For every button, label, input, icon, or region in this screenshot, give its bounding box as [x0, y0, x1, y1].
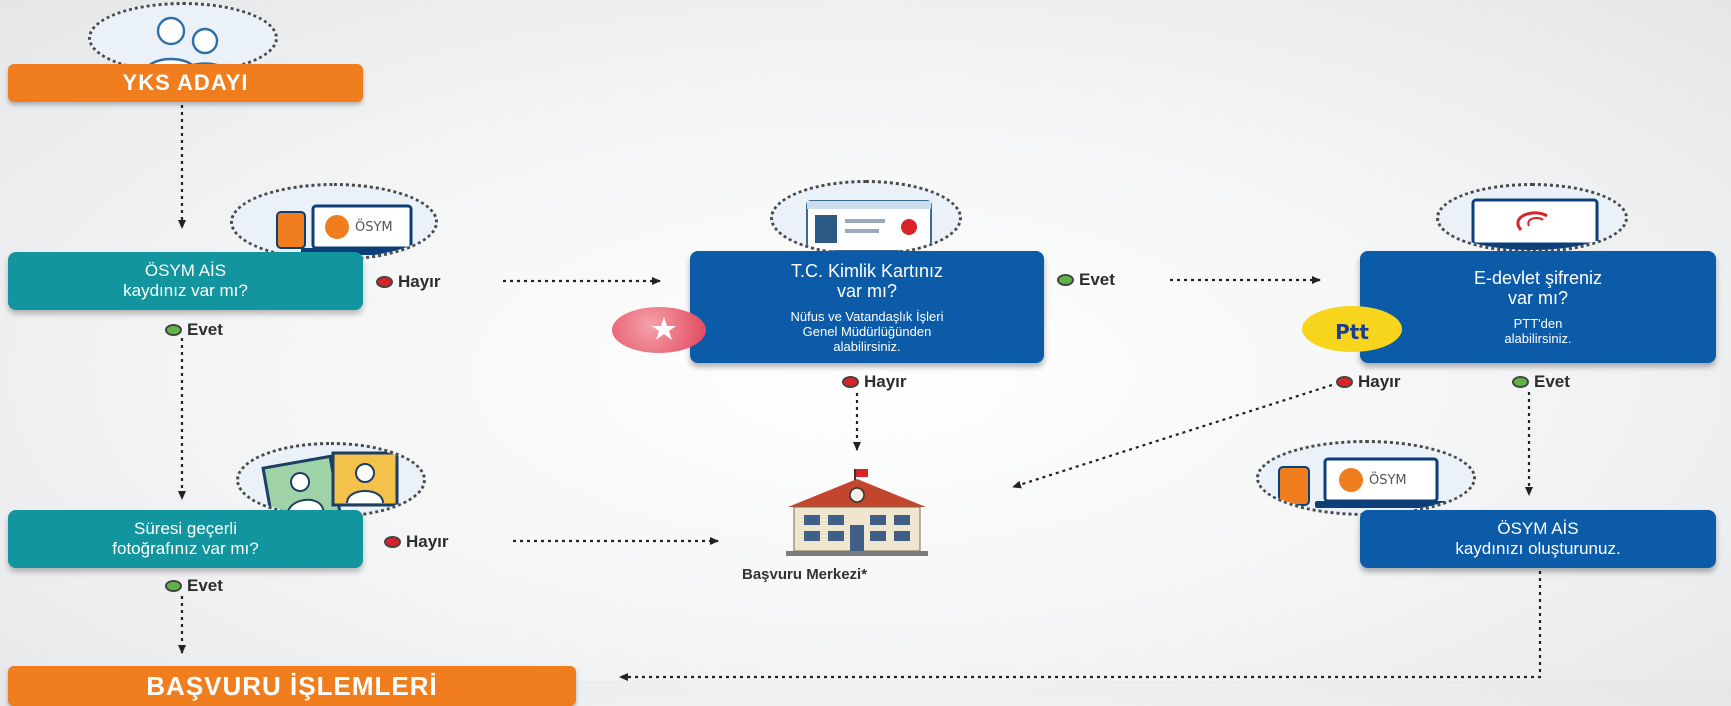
yes-dot-icon: [165, 324, 182, 336]
ptt-logo-text: Ptt: [1335, 320, 1369, 344]
ministry-emblem-icon: [612, 307, 706, 353]
tc-yes-label: Evet: [1057, 270, 1115, 290]
tc-no-label: Hayır: [842, 372, 907, 392]
yes-dot-icon: [1057, 274, 1074, 286]
yes-text: Evet: [187, 576, 223, 595]
edevlet-yes-label: Evet: [1512, 372, 1570, 392]
ais-yes-label: Evet: [165, 320, 223, 340]
no-text: Hayır: [1358, 372, 1401, 391]
photo-no-label: Hayır: [384, 532, 449, 552]
osym-laptop-icon-circle: ÖSYM: [230, 183, 438, 261]
yes-text: Evet: [1079, 270, 1115, 289]
edevlet-question-text: E-devlet şifreniz var mı?: [1473, 268, 1603, 308]
no-dot-icon: [1336, 376, 1353, 388]
yes-dot-icon: [165, 580, 182, 592]
tc-id-question-text: T.C. Kimlik Kartınız var mı?: [790, 260, 944, 301]
application-procedures-node: BAŞVURU İŞLEMLERİ: [8, 666, 576, 706]
edevlet-note-text: PTT'den alabilirsiniz.: [1504, 316, 1572, 346]
photo-yes-label: Evet: [165, 576, 223, 596]
application-center-caption: Başvuru Merkezi*: [742, 566, 868, 583]
edevlet-question-node: E-devlet şifreniz var mı? PTT'den alabil…: [1360, 251, 1716, 363]
yes-dot-icon: [1512, 376, 1529, 388]
yks-candidate-node: YKS ADAYI: [8, 64, 363, 102]
yes-text: Evet: [187, 320, 223, 339]
no-text: Hayır: [398, 272, 441, 291]
edevlet-laptop-icon-circle: [1436, 183, 1628, 253]
star-icon: [652, 317, 676, 340]
no-text: Hayır: [864, 372, 907, 391]
laptop-brand-text: ÖSYM: [355, 218, 393, 235]
building-icon: [786, 469, 928, 556]
no-dot-icon: [376, 276, 393, 288]
photo-question-node: Süresi geçerli fotoğrafınız var mı?: [8, 510, 363, 568]
laptop-icon: ÖSYM: [1278, 457, 1447, 508]
application-center-building-icon: [782, 467, 932, 557]
photo-icon-circle: [236, 442, 426, 518]
no-dot-icon: [384, 536, 401, 548]
edevlet-no-label: Hayır: [1336, 372, 1401, 392]
flow-connectors: [178, 105, 1542, 681]
osym-ais-question-node: ÖSYM AİS kaydınız var mı?: [8, 252, 363, 310]
ais-no-label: Hayır: [376, 272, 441, 292]
tc-id-question-node: T.C. Kimlik Kartınız var mı? Nüfus ve Va…: [690, 251, 1044, 363]
ptt-logo-icon: Ptt: [1302, 306, 1402, 352]
create-ais-laptop-icon-circle: ÖSYM: [1256, 440, 1476, 516]
yes-text: Evet: [1534, 372, 1570, 391]
no-text: Hayır: [406, 532, 449, 551]
edge-create-to-end: [619, 571, 1542, 681]
create-ais-node: ÖSYM AİS kaydınızı oluşturunuz.: [1360, 510, 1716, 568]
no-dot-icon: [842, 376, 859, 388]
tc-id-note-text: Nüfus ve Vatandaşlık İşleri Genel Müdürl…: [790, 308, 944, 354]
laptop-brand-text: ÖSYM: [1369, 471, 1407, 488]
photos-icon: [261, 451, 399, 515]
id-card-icon-circle: [770, 180, 962, 256]
